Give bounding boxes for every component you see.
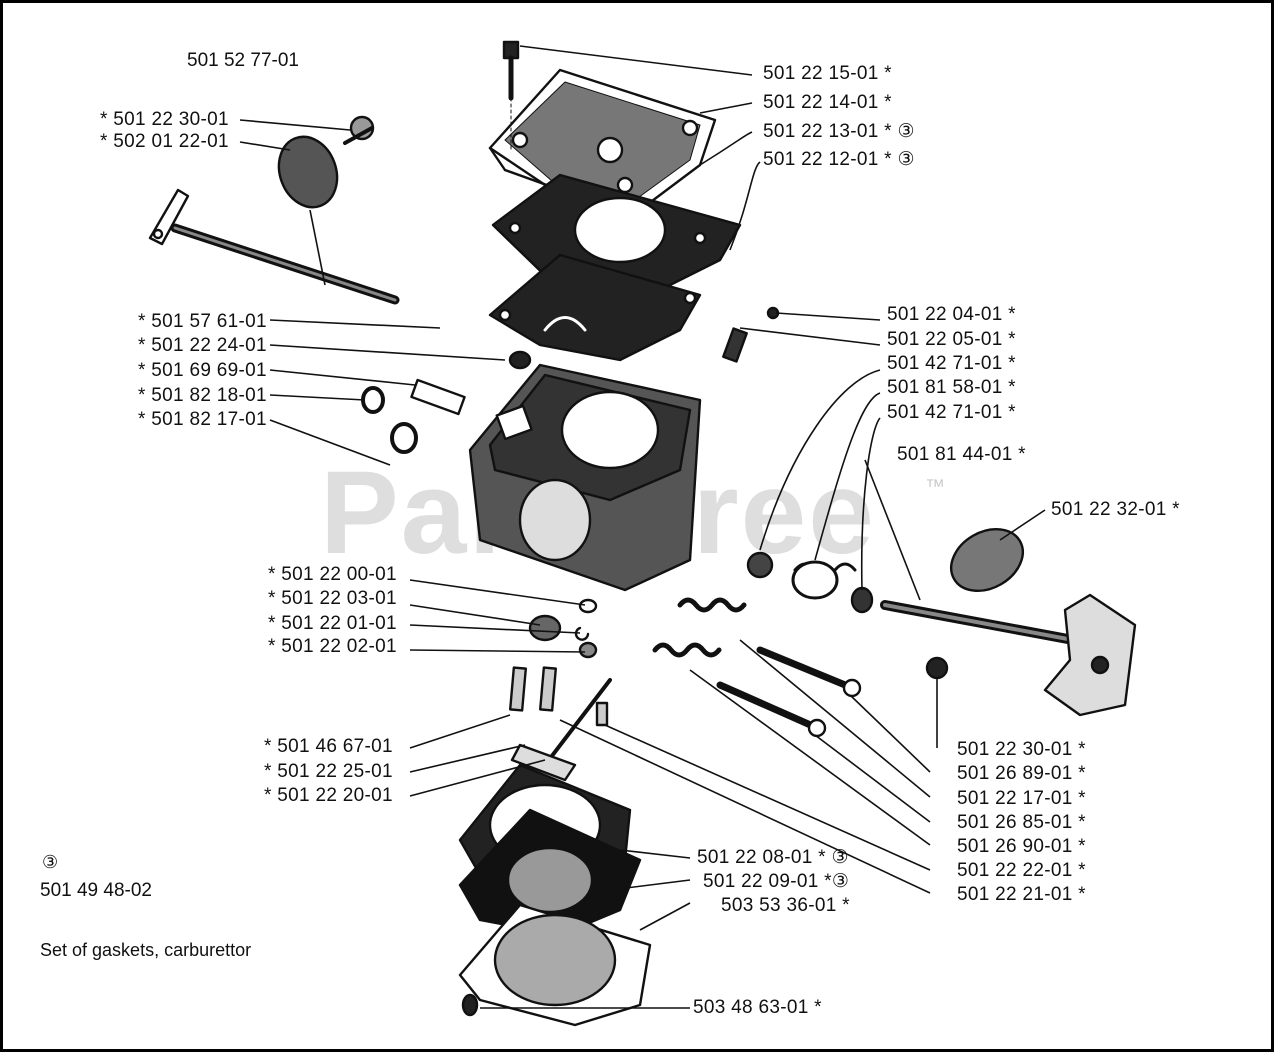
part-label[interactable]: * 501 22 00-01 [268,564,397,585]
part-label[interactable]: 501 81 44-01 * [897,444,1026,465]
part-label[interactable]: 501 22 22-01 * [957,860,1086,881]
part-label[interactable]: 501 42 71-01 * [887,402,1016,423]
choke-valve-part [277,115,375,209]
pump-diaphragm-part [488,253,702,362]
part-label[interactable]: 501 22 13-01 * ③ [763,121,915,142]
throttle-lever-part [925,593,1137,717]
part-label[interactable]: 501 42 71-01 * [887,353,1016,374]
check-valve-part [410,350,532,416]
part-label[interactable]: * 501 22 24-01 [138,335,267,356]
part-label[interactable]: 501 22 15-01 * [763,63,892,84]
choke-shaft-part [148,188,400,305]
part-label[interactable]: 501 22 32-01 * [1051,499,1180,520]
leader-lines [239,45,1046,1009]
watermark-trademark: ™ [925,476,945,498]
part-label[interactable]: 501 22 04-01 * [887,304,1016,325]
part-label[interactable]: * 501 82 17-01 [138,409,267,430]
part-label[interactable]: 501 22 08-01 * ③ [697,847,849,868]
part-label[interactable]: 501 22 05-01 * [887,329,1016,350]
part-label[interactable]: * 501 22 25-01 [264,761,393,782]
part-label[interactable]: * 501 22 02-01 [268,636,397,657]
part-label[interactable]: * 501 82 18-01 [138,385,267,406]
gasket-set-description: Set of gaskets, carburettor [40,940,252,960]
part-label[interactable]: 501 81 58-01 * [887,377,1016,398]
needle-spring-part [722,306,780,363]
part-label[interactable]: * 501 22 01-01 [268,613,397,634]
part-label[interactable]: 501 26 90-01 * [957,836,1086,857]
part-label[interactable]: * 502 01 22-01 [100,131,229,152]
part-label[interactable]: * 501 46 67-01 [264,736,393,757]
part-label[interactable]: * 501 22 03-01 [268,588,397,609]
part-label[interactable]: 501 22 17-01 * [957,788,1086,809]
part-label[interactable]: 501 26 85-01 * [957,812,1086,833]
metering-parts [508,598,612,782]
carburetor-body-part [468,363,702,592]
washer-parts [361,386,418,454]
part-label[interactable]: 501 22 14-01 * [763,92,892,113]
part-label[interactable]: 503 53 36-01 * [721,895,850,916]
throttle-valve-part [950,527,1024,593]
part-label[interactable]: 501 22 30-01 * [957,739,1086,760]
part-label[interactable]: * 501 69 69-01 [138,360,267,381]
part-label[interactable]: 501 26 89-01 * [957,763,1086,784]
part-label[interactable]: * 501 22 30-01 [100,109,229,130]
part-label[interactable]: * 501 22 20-01 [264,785,393,806]
metering-gasket-parts [458,763,652,1027]
part-label[interactable]: 501 22 21-01 * [957,884,1086,905]
assembly-number: 501 52 77-01 [187,50,299,71]
gasket-set-symbol: ③ [42,852,59,872]
gasket-set-part-number[interactable]: 501 49 48-02 [40,880,152,901]
cover-screw-part [502,40,520,151]
part-label[interactable]: * 501 57 61-01 [138,311,267,332]
part-label[interactable]: 503 48 63-01 * [693,997,822,1018]
adjusting-needle-parts [652,597,862,738]
part-label[interactable]: 501 22 12-01 * ③ [763,149,915,170]
lever-spring-parts [746,551,1105,650]
part-label[interactable]: 501 22 09-01 *③ [703,871,850,892]
